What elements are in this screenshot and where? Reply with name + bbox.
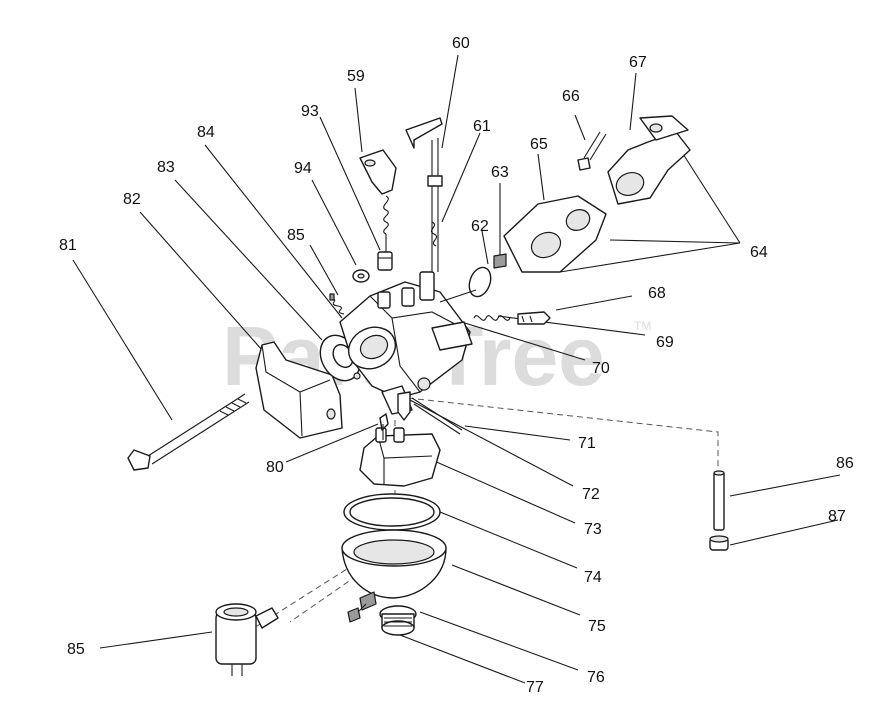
- part-82-bracket: [255, 341, 343, 439]
- callout-59: 59: [347, 68, 365, 85]
- callout-81: 81: [59, 237, 77, 254]
- part-71-screw: [411, 397, 463, 435]
- callout-77: 77: [526, 679, 544, 696]
- callout-83: 83: [157, 159, 175, 176]
- part-94-washer: [352, 269, 370, 283]
- part-93-sleeve: [377, 251, 393, 271]
- part-86-pin: [713, 470, 725, 531]
- callout-70: 70: [592, 360, 610, 377]
- callout-85-top: 85: [287, 227, 305, 244]
- callout-73: 73: [584, 521, 602, 538]
- callout-85-bottom: 85: [67, 641, 85, 658]
- part-67-adapter: [607, 115, 691, 205]
- part-68-screw: [517, 311, 551, 325]
- callout-60: 60: [452, 35, 470, 52]
- callout-62: 62: [471, 218, 489, 235]
- callout-69: 69: [656, 334, 674, 351]
- callout-76: 76: [587, 669, 605, 686]
- callout-61: 61: [473, 118, 491, 135]
- callout-82: 82: [123, 191, 141, 208]
- callout-87: 87: [828, 508, 846, 525]
- callout-71: 71: [578, 435, 596, 452]
- part-62-choke-plate: [439, 266, 492, 303]
- part-76-drain: [379, 605, 417, 636]
- part-65-gasket: [503, 195, 607, 273]
- part-60-choke-shaft: [405, 117, 443, 272]
- leader-lines: [72, 54, 841, 684]
- part-61-spring: [430, 221, 438, 247]
- callout-67: 67: [629, 54, 647, 71]
- part-73-float: [359, 427, 441, 487]
- callout-93: 93: [301, 103, 319, 120]
- callout-63: 63: [491, 164, 509, 181]
- part-85-clamp: [215, 603, 279, 676]
- part-77-screw: [347, 603, 367, 623]
- part-75-bowl: [341, 529, 447, 611]
- callout-74: 74: [584, 569, 602, 586]
- part-59-lever: [359, 149, 397, 256]
- part-72-needle: [397, 391, 411, 421]
- watermark-trademark: TM: [634, 319, 651, 333]
- part-63-screw: [493, 253, 507, 269]
- part-81-bolt: [127, 393, 250, 471]
- callout-66: 66: [562, 88, 580, 105]
- part-87-bushing: [709, 535, 729, 551]
- callout-labels: 59 60 61 62 63 64 65 66 67 68 69 70 71 7…: [59, 35, 854, 696]
- callout-64: 64: [750, 244, 768, 261]
- part-69-spring: [473, 315, 511, 321]
- callout-86: 86: [836, 455, 854, 472]
- part-85-spring: [329, 293, 345, 315]
- part-66-bolt: [577, 131, 607, 171]
- part-74-gasket: [343, 493, 441, 531]
- callout-84: 84: [197, 124, 215, 141]
- carburetor-body: [339, 271, 473, 415]
- callout-94: 94: [294, 160, 312, 177]
- part-80-pin: [379, 413, 389, 440]
- callout-80: 80: [266, 459, 284, 476]
- callout-68: 68: [648, 285, 666, 302]
- callout-75: 75: [588, 618, 606, 635]
- callout-72: 72: [582, 486, 600, 503]
- callout-65: 65: [530, 136, 548, 153]
